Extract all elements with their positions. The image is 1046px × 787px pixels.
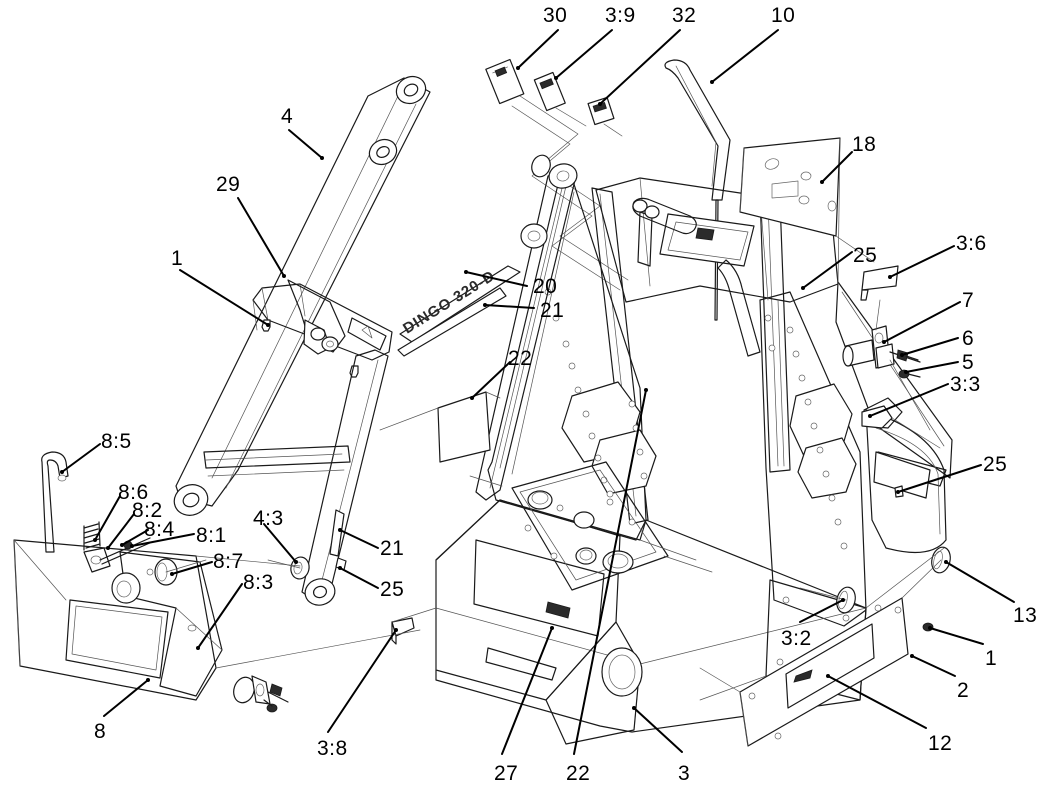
tab-3-8 [391,617,415,645]
callout-25[interactable]: 25 [853,244,878,267]
callout-6[interactable]: 6 [962,327,975,350]
callout-8-1[interactable]: 8:1 [196,524,227,547]
callout-4[interactable]: 4 [281,105,294,128]
callout-8-6[interactable]: 8:6 [118,481,149,504]
callout-22[interactable]: 22 [566,762,591,785]
callout-10[interactable]: 10 [771,4,796,27]
brace-22 [437,154,578,501]
callout-27[interactable]: 27 [494,762,519,785]
upper-hose-brackets [485,58,629,291]
callout-13[interactable]: 13 [1013,604,1038,627]
callout-3-2[interactable]: 3:2 [781,627,812,650]
callout-8-7[interactable]: 8:7 [213,550,244,573]
callout-3-6[interactable]: 3:6 [956,232,987,255]
tab-25-right [894,485,904,498]
rops-frame-left [252,279,393,378]
callout-4-3[interactable]: 4:3 [253,507,284,530]
callout-30[interactable]: 30 [543,4,568,27]
callout-21[interactable]: 21 [540,299,565,322]
callout-8-4[interactable]: 8:4 [144,518,175,541]
callout-29[interactable]: 29 [216,173,241,196]
callout-8-2[interactable]: 8:2 [132,499,163,522]
callout-25[interactable]: 25 [983,453,1008,476]
rear-cover-plate-18 [739,137,841,237]
callout-21[interactable]: 21 [380,537,405,560]
bracket-3-6 [860,265,899,301]
product-decal: DINGO 320-D [397,265,521,357]
callout-3-3[interactable]: 3:3 [950,373,981,396]
callout-25[interactable]: 25 [380,578,405,601]
callout-8[interactable]: 8 [94,720,107,743]
callout-1[interactable]: 1 [985,647,998,670]
loader-arm-assembly [173,75,431,516]
screw-1-right [922,622,943,633]
callout-12[interactable]: 12 [928,732,953,755]
callout-20[interactable]: 20 [533,275,558,298]
callout-22[interactable]: 22 [508,347,533,370]
left-frame-rail [290,349,389,606]
access-panel-12 [739,597,909,747]
callout-3-8[interactable]: 3:8 [317,737,348,760]
door-assembly-8 [13,451,289,713]
callout-18[interactable]: 18 [852,133,877,156]
callout-1[interactable]: 1 [171,247,184,270]
callout-32[interactable]: 32 [672,4,697,27]
callout-8-5[interactable]: 8:5 [101,430,132,453]
callout-3-9[interactable]: 3:9 [605,4,636,27]
callout-8-3[interactable]: 8:3 [243,571,274,594]
callout-2[interactable]: 2 [957,679,970,702]
callout-3[interactable]: 3 [678,762,691,785]
callout-7[interactable]: 7 [962,289,975,312]
callout-5[interactable]: 5 [962,351,975,374]
